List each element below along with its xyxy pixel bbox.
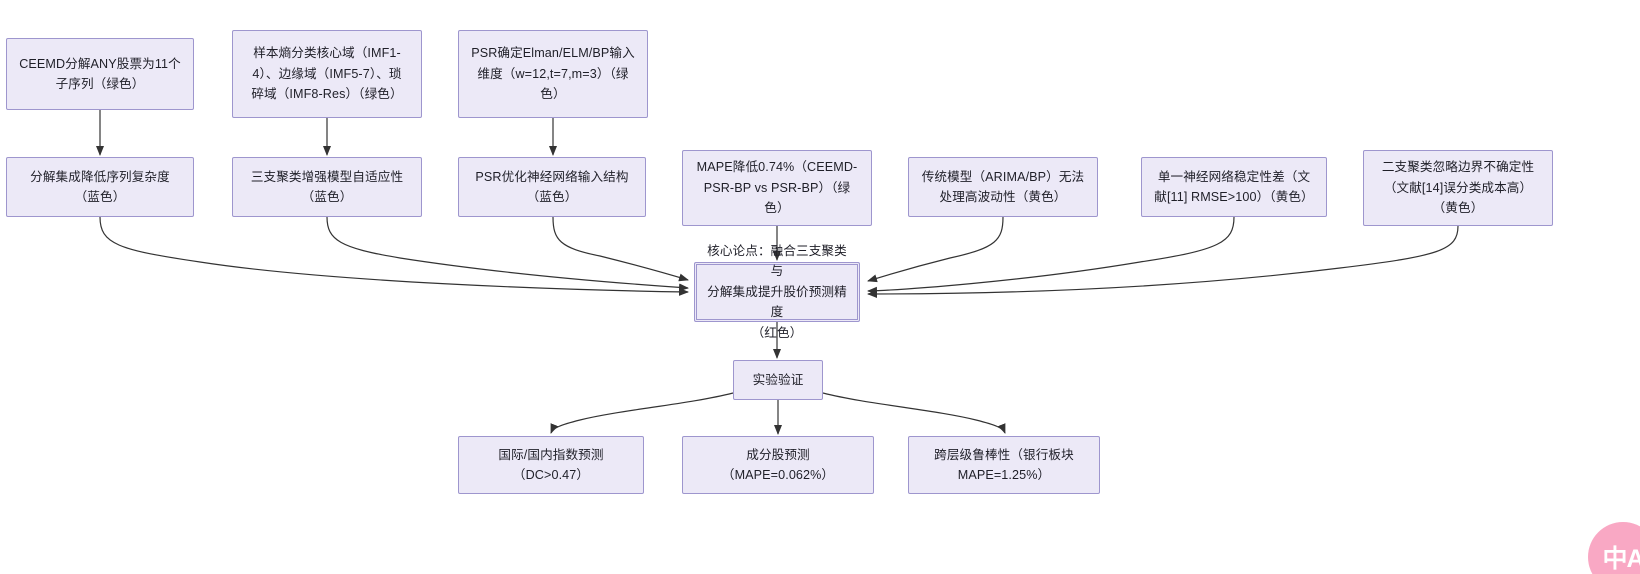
node-label: 分解集成降低序列复杂度 （蓝色） xyxy=(30,169,170,204)
edge-verify-r3 xyxy=(822,392,1006,434)
node-experiment-validation[interactable]: 实验验证 xyxy=(733,360,823,400)
node-label: 传统模型（ARIMA/BP）无法 处理高波动性（黄色） xyxy=(921,169,1085,204)
node-sample-entropy-classify[interactable]: 样本熵分类核心域（IMF1- 4）、边缘域（IMF5-7）、琐 碎域（IMF8-… xyxy=(232,30,422,118)
node-label: 成分股预测 （MAPE=0.062%） xyxy=(721,447,835,482)
node-two-way-clustering-limitation[interactable]: 二支聚类忽略边界不确定性 （文献[14]误分类成本高） （黄色） xyxy=(1363,150,1553,226)
node-single-nn-instability[interactable]: 单一神经网络稳定性差（文 献[11] RMSE>100）（黄色） xyxy=(1141,157,1327,217)
node-result-cross-level-robustness[interactable]: 跨层级鲁棒性（银行板块 MAPE=1.25%） xyxy=(908,436,1100,494)
node-label: 国际/国内指数预测 （DC>0.47） xyxy=(498,447,604,482)
node-label: 三支聚类增强模型自适应性 （蓝色） xyxy=(250,169,404,204)
node-label: 核心论点：融合三支聚类与 分解集成提升股价预测精度 （红色） xyxy=(707,244,847,340)
edge-n5-core xyxy=(326,216,689,292)
node-label: 实验验证 xyxy=(752,372,804,387)
node-psr-optimize-structure[interactable]: PSR优化神经网络输入结构 （蓝色） xyxy=(458,157,646,217)
edge-n6-core xyxy=(552,216,689,282)
node-label: 二支聚类忽略边界不确定性 （文献[14]误分类成本高） （黄色） xyxy=(1381,160,1535,216)
edge-n10-core xyxy=(867,225,1459,298)
edge-n8-core xyxy=(867,216,1004,283)
node-mape-reduction[interactable]: MAPE降低0.74%（CEEMD- PSR-BP vs PSR-BP）（绿 色… xyxy=(682,150,872,226)
node-label: CEEMD分解ANY股票为11个 子序列（绿色） xyxy=(19,56,181,91)
node-label: 单一神经网络稳定性差（文 献[11] RMSE>100）（黄色） xyxy=(1154,169,1314,204)
node-traditional-model-limitation[interactable]: 传统模型（ARIMA/BP）无法 处理高波动性（黄色） xyxy=(908,157,1098,217)
watermark-text: 中A xyxy=(1602,545,1640,573)
node-label: 样本熵分类核心域（IMF1- 4）、边缘域（IMF5-7）、琐 碎域（IMF8-… xyxy=(251,46,403,102)
node-three-way-clustering-adaptivity[interactable]: 三支聚类增强模型自适应性 （蓝色） xyxy=(232,157,422,217)
node-label: PSR确定Elman/ELM/BP输入 维度（w=12,t=7,m=3）（绿 色… xyxy=(471,46,635,102)
node-label: PSR优化神经网络输入结构 （蓝色） xyxy=(475,169,629,204)
edge-n9-core xyxy=(867,216,1235,295)
edge-n4-core xyxy=(99,216,689,296)
node-label: 跨层级鲁棒性（银行板块 MAPE=1.25%） xyxy=(934,447,1074,482)
node-reduce-complexity[interactable]: 分解集成降低序列复杂度 （蓝色） xyxy=(6,157,194,217)
node-core-thesis[interactable]: 核心论点：融合三支聚类与 分解集成提升股价预测精度 （红色） xyxy=(694,244,860,340)
edge-verify-r1 xyxy=(550,392,734,434)
node-ceemd-decompose[interactable]: CEEMD分解ANY股票为11个 子序列（绿色） xyxy=(6,38,194,110)
node-psr-input-dimension[interactable]: PSR确定Elman/ELM/BP输入 维度（w=12,t=7,m=3）（绿 色… xyxy=(458,30,648,118)
node-label: MAPE降低0.74%（CEEMD- PSR-BP vs PSR-BP）（绿 色… xyxy=(696,160,858,216)
watermark-badge: 中A xyxy=(1588,522,1640,574)
node-result-index-forecast[interactable]: 国际/国内指数预测 （DC>0.47） xyxy=(458,436,644,494)
node-result-constituent-stock[interactable]: 成分股预测 （MAPE=0.062%） xyxy=(682,436,874,494)
